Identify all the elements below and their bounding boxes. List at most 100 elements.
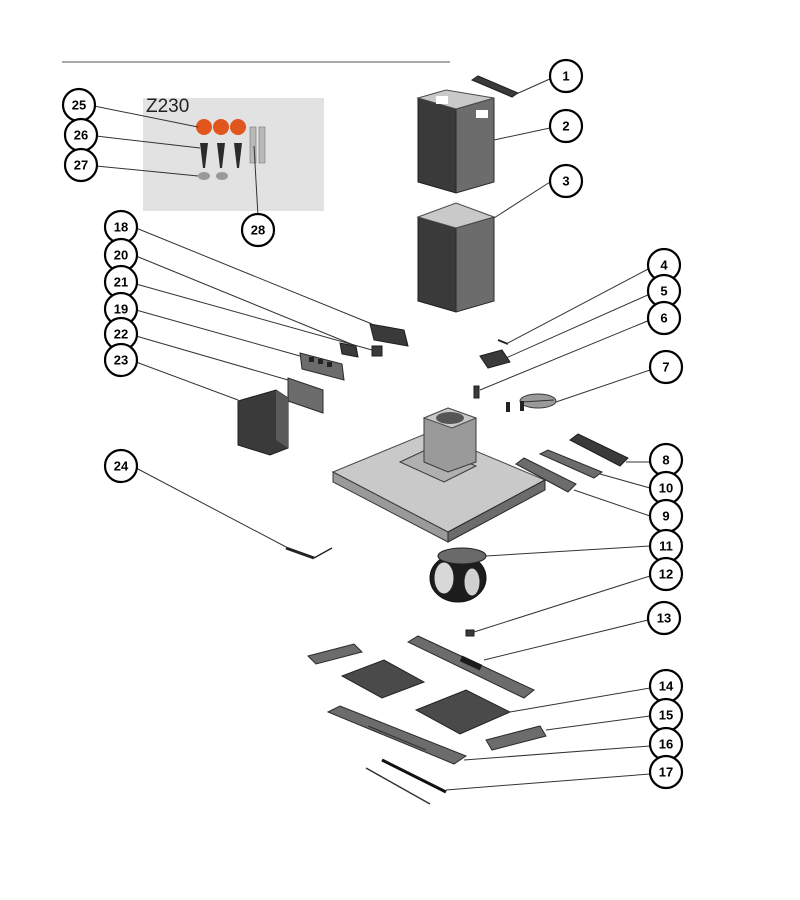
callout-number: 24 xyxy=(114,459,129,474)
callout-number: 15 xyxy=(659,708,673,723)
callout-number: 25 xyxy=(72,98,86,113)
part-shape xyxy=(299,352,345,381)
washer xyxy=(198,172,210,180)
part-11-blower-motor xyxy=(429,547,487,603)
knob xyxy=(196,119,212,135)
part-21-lamp-holder xyxy=(371,345,383,357)
screw xyxy=(200,143,208,168)
part-shape xyxy=(406,635,535,699)
callout-7: 7 xyxy=(648,349,684,385)
part-shape xyxy=(455,97,495,194)
grease-filter-left xyxy=(340,659,426,699)
part-6-connector xyxy=(473,385,480,399)
part-10-light-strip xyxy=(538,449,604,479)
callout-9: 9 xyxy=(648,498,684,534)
part-shape xyxy=(433,561,455,595)
part-20-switch xyxy=(339,342,359,358)
callout-28: 28 xyxy=(240,212,276,248)
part-shape xyxy=(459,655,483,671)
part-shape xyxy=(473,385,480,399)
part-shape xyxy=(327,362,332,367)
part-shape xyxy=(520,401,524,411)
callout-number: 23 xyxy=(114,353,128,368)
part-23-control-cover xyxy=(237,389,289,456)
callout-number: 1 xyxy=(562,69,569,84)
wall-plug xyxy=(258,126,266,164)
part-shape xyxy=(506,402,510,412)
vent-slot xyxy=(436,96,448,104)
washer xyxy=(216,172,228,180)
part-shape xyxy=(276,390,288,448)
callout-circle xyxy=(648,556,684,592)
part-16-bottom-trim xyxy=(326,705,468,765)
screw xyxy=(234,143,242,168)
part-shape xyxy=(470,75,520,98)
callout-number: 16 xyxy=(659,737,673,752)
leader-line xyxy=(463,745,651,761)
callout-5: 5 xyxy=(646,273,682,309)
part-14-grease-filter xyxy=(414,689,512,735)
callout-1: 1 xyxy=(548,58,584,94)
leader-line xyxy=(573,489,651,517)
leader-line xyxy=(599,473,651,489)
callout-number: 14 xyxy=(659,679,674,694)
leader-line xyxy=(135,309,301,357)
leader-line xyxy=(509,687,651,713)
callout-number: 26 xyxy=(74,128,88,143)
hood-body xyxy=(331,407,547,543)
callout-20: 20 xyxy=(103,237,139,273)
leader-line xyxy=(135,361,239,401)
callout-2: 2 xyxy=(548,108,584,144)
callout-number: 3 xyxy=(562,174,569,189)
callout-number: 12 xyxy=(659,567,673,582)
leader-line xyxy=(505,267,651,345)
part-shape xyxy=(538,449,604,479)
callout-number: 4 xyxy=(660,258,668,273)
part-shape xyxy=(313,547,333,559)
leader-line xyxy=(473,575,651,633)
part-3-lower-chimney xyxy=(416,202,496,313)
callout-26: 26 xyxy=(63,117,99,153)
callout-22: 22 xyxy=(103,316,139,352)
callout-11: 11 xyxy=(648,528,684,564)
callout-27: 27 xyxy=(63,147,99,183)
vent-slot xyxy=(476,110,488,118)
part-24-power-cable xyxy=(285,546,333,560)
leader-line xyxy=(135,467,289,549)
part-shape xyxy=(307,643,363,665)
part-shape xyxy=(371,345,383,357)
leader-line xyxy=(135,255,357,347)
part-15-side-grille xyxy=(485,725,547,751)
control-knobs xyxy=(196,119,246,135)
part-17-trim-rods xyxy=(365,758,447,805)
callout-circle xyxy=(646,600,682,636)
leader-line xyxy=(95,135,201,149)
leader-line xyxy=(505,293,651,359)
callout-circle xyxy=(548,58,584,94)
callout-number: 7 xyxy=(662,360,669,375)
part-shape xyxy=(381,758,447,794)
leader-line xyxy=(493,127,551,141)
callout-13: 13 xyxy=(646,600,682,636)
callout-number: 11 xyxy=(659,539,673,554)
part-9-lamp-cover xyxy=(515,457,577,493)
part-shape xyxy=(416,89,495,110)
callout-number: 19 xyxy=(114,302,128,317)
part-shape xyxy=(447,479,546,543)
hood-outlet xyxy=(436,412,464,424)
part-shape xyxy=(416,202,496,229)
leader-line xyxy=(479,319,651,391)
knob xyxy=(230,119,246,135)
part-1-bracket xyxy=(470,75,520,98)
part-12-clip xyxy=(465,629,475,637)
part-2-upper-chimney xyxy=(416,89,495,194)
callout-6: 6 xyxy=(646,300,682,336)
part-shape xyxy=(285,546,315,560)
callout-circle xyxy=(646,300,682,336)
part-shape xyxy=(569,433,629,467)
part-shape xyxy=(369,323,409,347)
leader-line xyxy=(445,773,651,791)
callout-15: 15 xyxy=(648,697,684,733)
knob xyxy=(213,119,229,135)
callout-circle xyxy=(548,163,584,199)
